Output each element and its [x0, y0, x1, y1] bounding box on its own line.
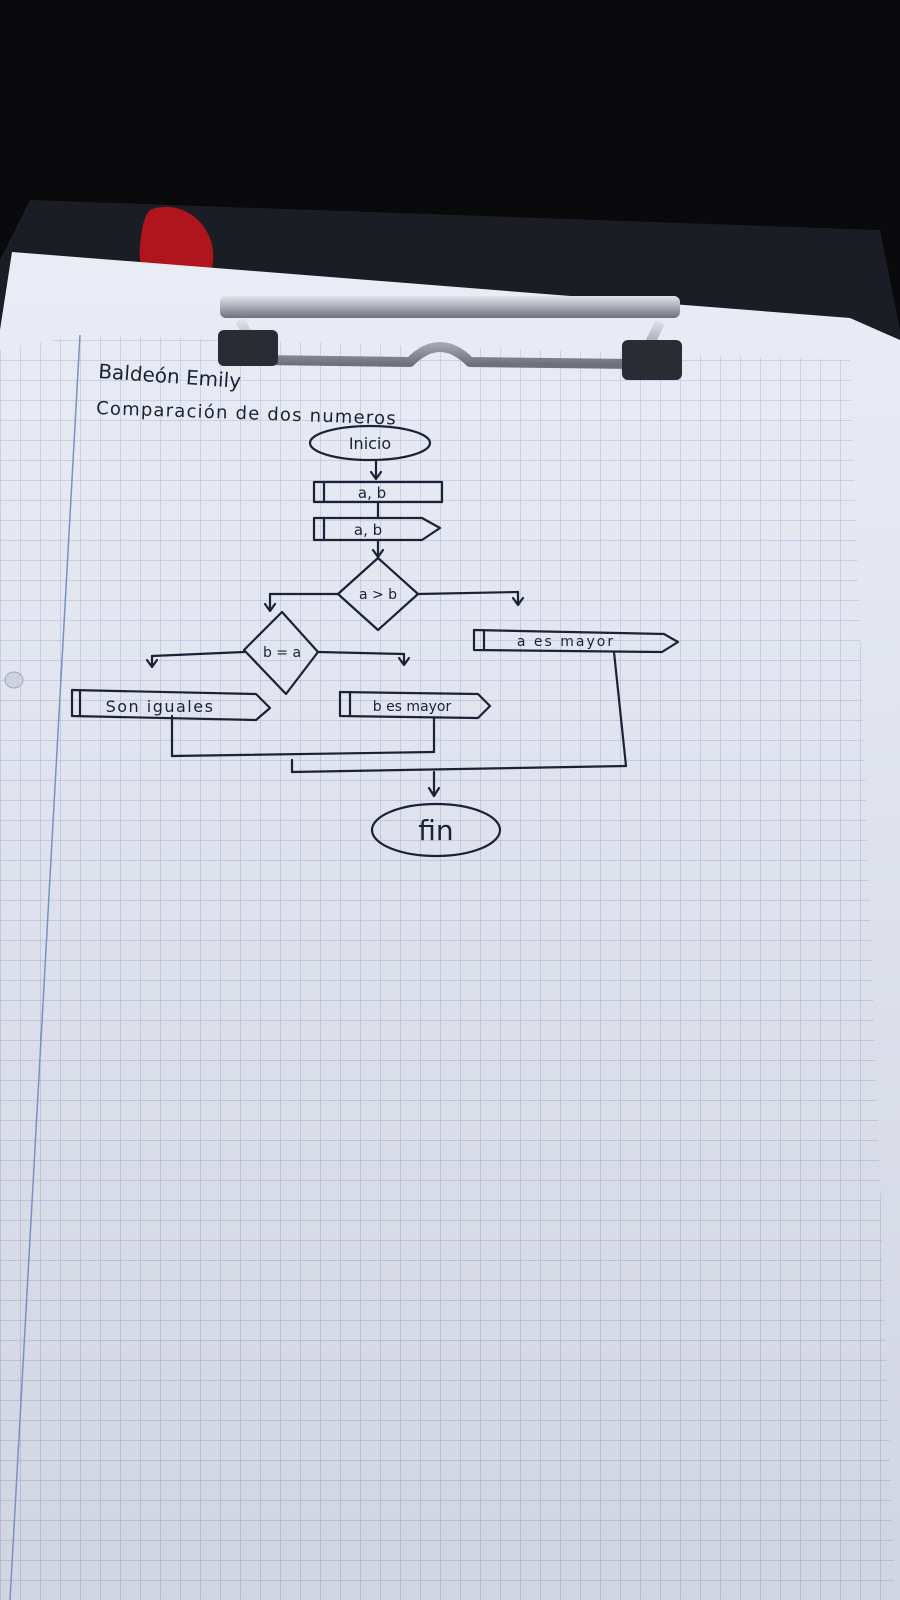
line-main-yes — [416, 590, 520, 596]
process-box — [312, 516, 442, 542]
output-b-greater — [338, 690, 492, 720]
input-label: a, b — [358, 484, 386, 502]
decision-second — [242, 610, 320, 696]
output-a-greater-label: a es mayor — [517, 634, 615, 650]
grid-margin — [9, 334, 81, 1600]
flowchart: Inicio a, b a, b a > b a es mayor b = a — [70, 424, 680, 858]
output-b-greater-label: b es mayor — [373, 699, 452, 715]
output-a-greater — [472, 628, 680, 654]
output-equal-label: Son iguales — [106, 697, 215, 716]
line-second-no — [316, 650, 406, 656]
binder-hole — [4, 671, 24, 689]
start-label: Inicio — [349, 434, 391, 453]
decision-main-label: a > b — [359, 587, 397, 603]
end-terminal — [370, 802, 502, 858]
merge-a — [612, 650, 628, 768]
decision-second-label: b = a — [263, 645, 301, 661]
process-label: a, b — [354, 521, 382, 539]
output-equal — [70, 688, 272, 722]
end-label: fin — [418, 814, 453, 847]
decision-main — [336, 556, 420, 632]
start-terminal — [308, 424, 432, 462]
paper-shading — [0, 252, 900, 1600]
line-second-yes — [150, 650, 246, 658]
clipboard-clip — [218, 296, 682, 380]
